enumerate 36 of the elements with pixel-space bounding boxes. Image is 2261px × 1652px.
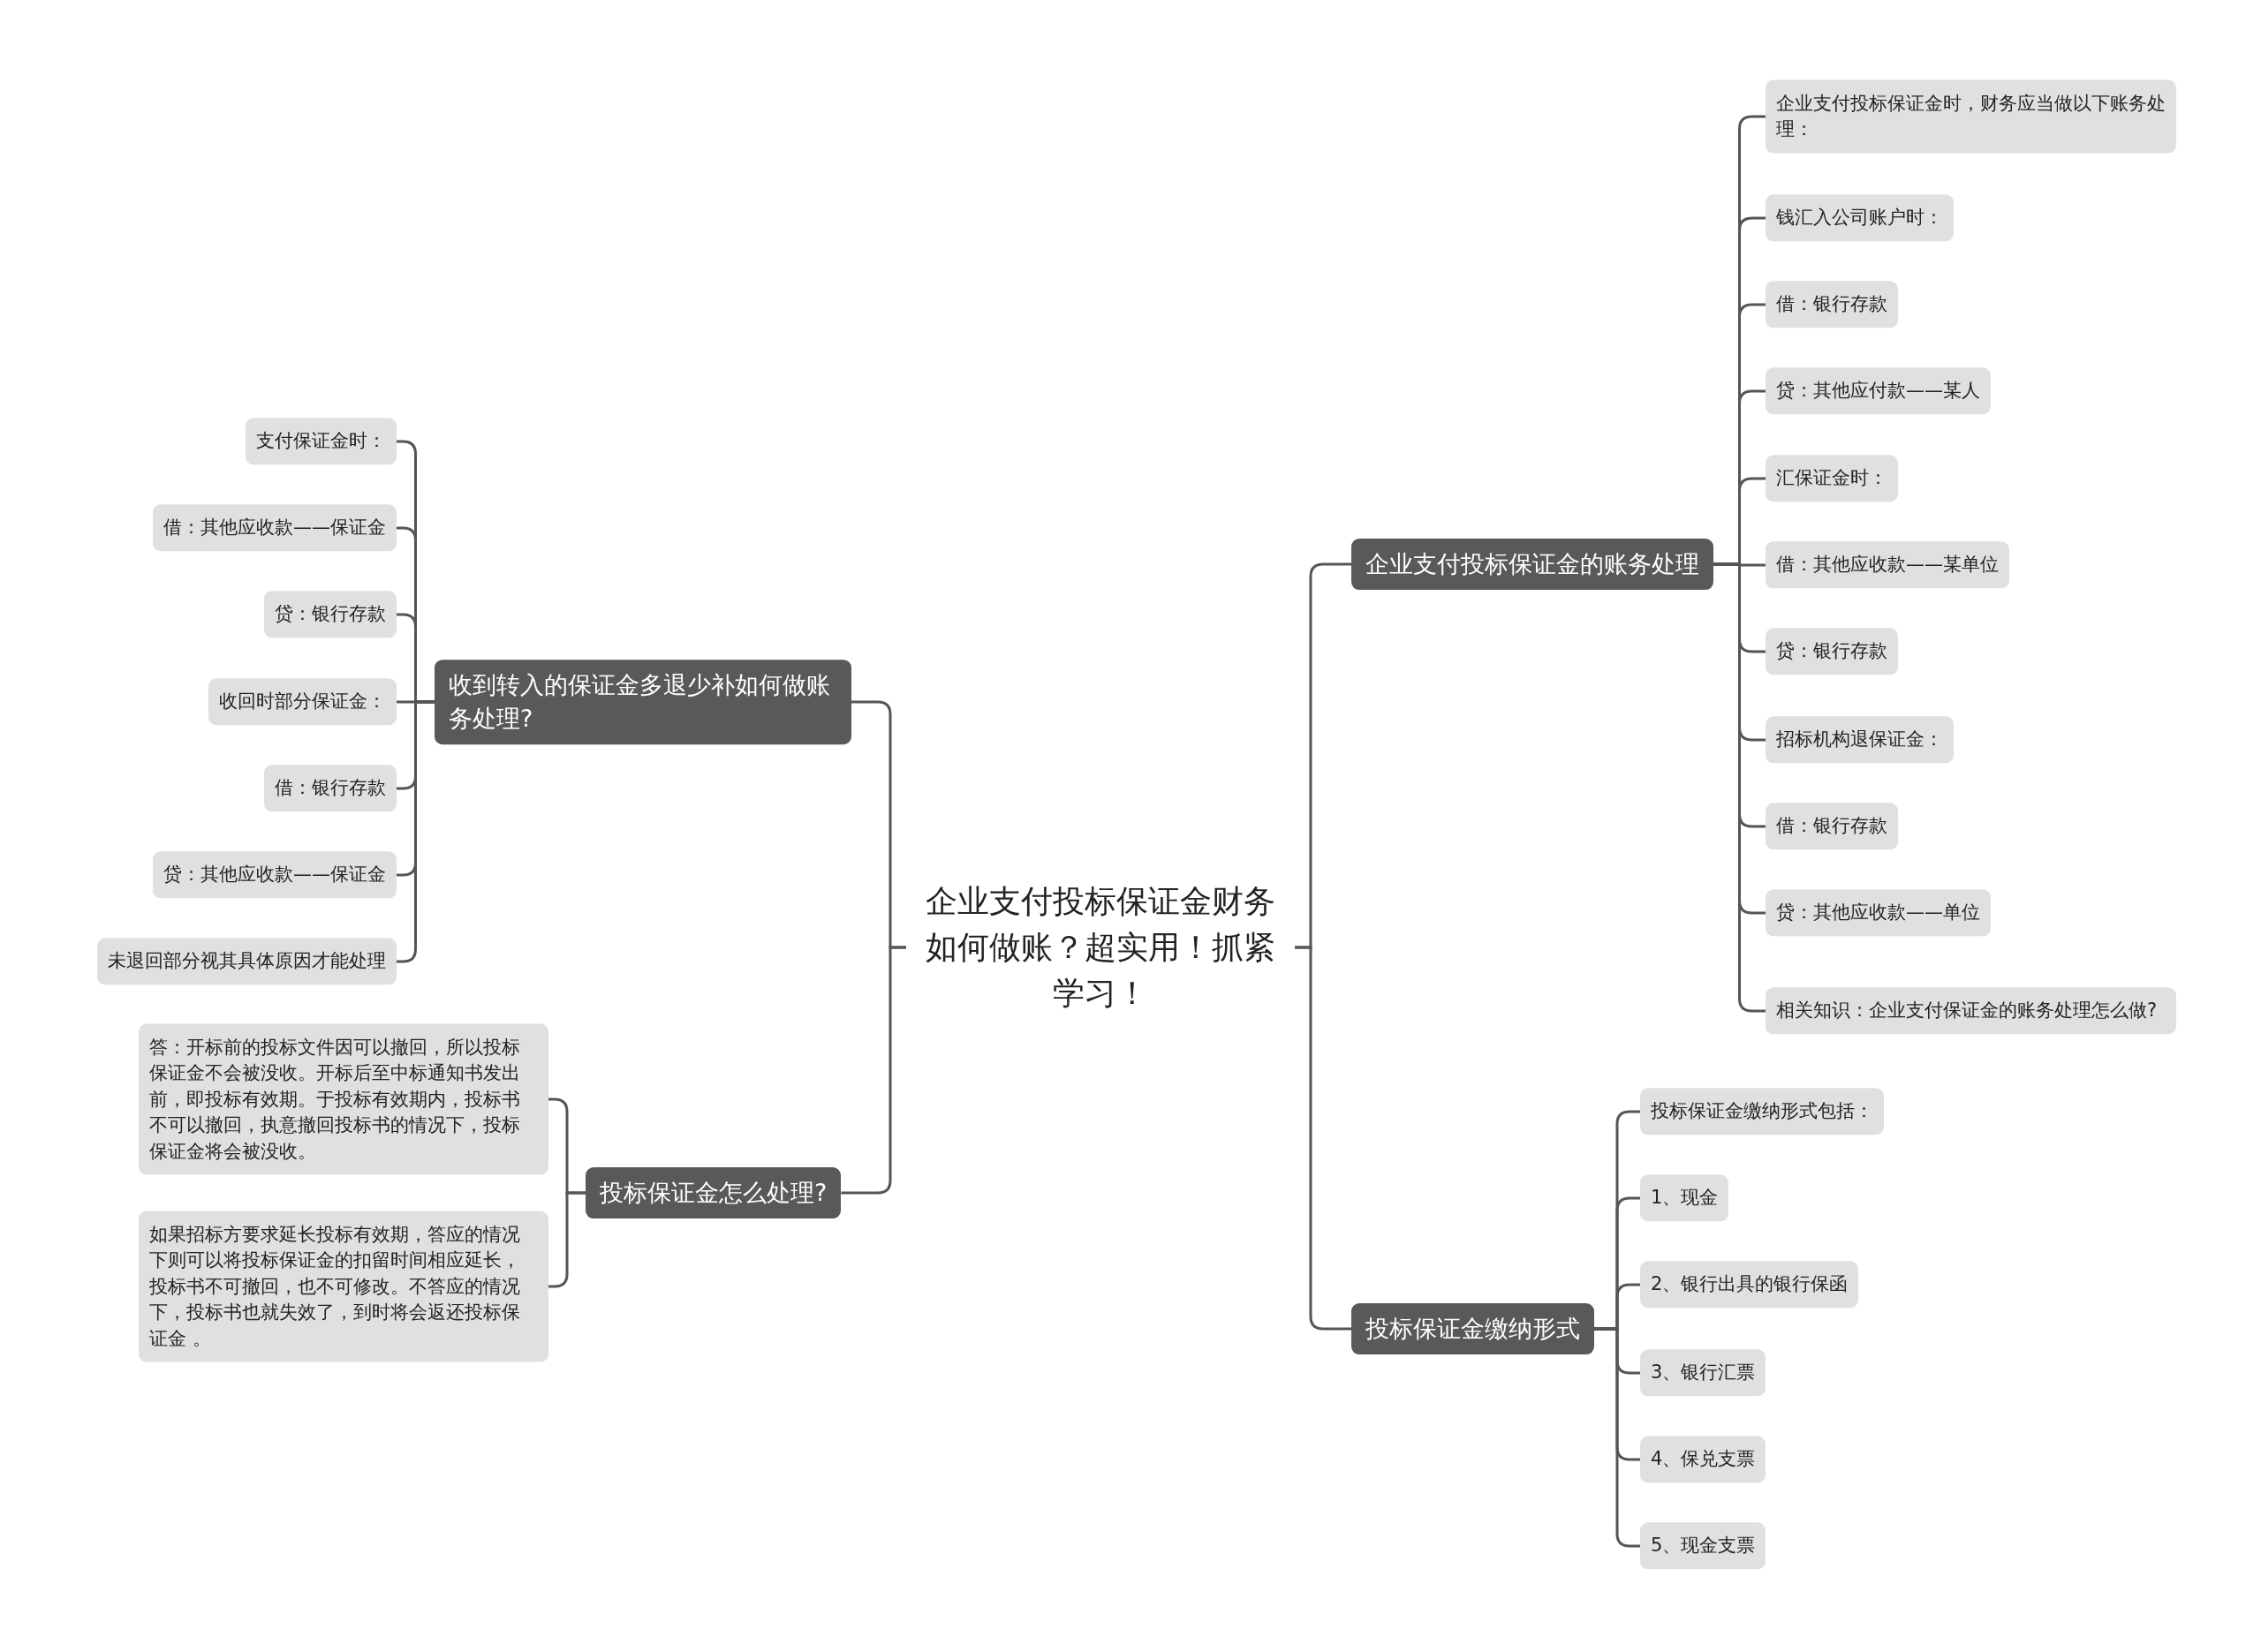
branch-topic: 投标保证金怎么处理? (586, 1167, 842, 1218)
connector-line (1594, 1327, 1640, 1548)
subtopic-box: 5、现金支票 (1640, 1522, 1766, 1570)
subtopic-box: 借：其他应收款——保证金 (153, 504, 397, 552)
subtopic-box: 借：其他应收款——某单位 (1766, 541, 2009, 589)
subtopic-box: 1、现金 (1640, 1174, 1729, 1222)
subtopic-box: 4、保兑支票 (1640, 1436, 1766, 1483)
subtopic-box: 2、银行出具的银行保函 (1640, 1261, 1859, 1309)
subtopic-box: 借：银行存款 (1766, 281, 1898, 328)
subtopic-box: 未退回部分视其具体原因才能处理 (97, 938, 397, 985)
connector-line (1295, 946, 1351, 1331)
subtopic-box: 答：开标前的投标文件因可以撤回，所以投标保证金不会被没收。开标后至中标通知书发出前，即投标有效期。于投标有效期内，投标书不可以撤回，执意撤回投标书的情况下，投标保证金将会被没收。 (139, 1023, 548, 1175)
subtopic-box: 相关知识：企业支付保证金的账务处理怎么做? (1766, 987, 2176, 1035)
subtopic-box: 借：银行存款 (1766, 803, 1898, 850)
subtopic-box: 借：银行存款 (264, 765, 397, 812)
branch-topic: 企业支付投标保证金的账务处理 (1351, 539, 1713, 590)
subtopic-box: 企业支付投标保证金时，财务应当做以下账务处理： (1766, 79, 2176, 154)
subtopic-box: 汇保证金时： (1766, 455, 1898, 502)
subtopic-box: 贷：其他应付款——某人 (1766, 367, 1991, 415)
connector-line (548, 1191, 586, 1288)
subtopic-box: 贷：其他应收款——单位 (1766, 889, 1991, 937)
subtopic-box: 支付保证金时： (246, 418, 397, 465)
subtopic-box: 钱汇入公司账户时： (1766, 194, 1954, 242)
subtopic-box: 贷：其他应收款——保证金 (153, 851, 397, 899)
subtopic-box: 招标机构退保证金： (1766, 716, 1954, 764)
connector-line (841, 946, 906, 1195)
subtopic-box: 贷：银行存款 (264, 591, 397, 638)
branch-topic: 收到转入的保证金多退少补如何做账务处理? (435, 660, 851, 744)
subtopic-box: 贷：银行存款 (1766, 628, 1898, 675)
subtopic-box: 收回时部分保证金： (208, 678, 397, 726)
subtopic-box: 投标保证金缴纳形式包括： (1640, 1088, 1884, 1135)
subtopic-box: 如果招标方要求延长投标有效期，答应的情况下则可以将投标保证金的扣留时间相应延长，投标书不可撤回，也不可修改。不答应的情况下，投标书也就失效了，到时将会返还投标保证金 。 (139, 1211, 548, 1362)
central-topic: 企业支付投标保证金财务如何做账？超实用！抓紧学习！ (906, 874, 1295, 1021)
subtopic-box: 3、银行汇票 (1640, 1349, 1766, 1397)
connector-line (397, 700, 435, 963)
branch-topic: 投标保证金缴纳形式 (1351, 1303, 1594, 1354)
